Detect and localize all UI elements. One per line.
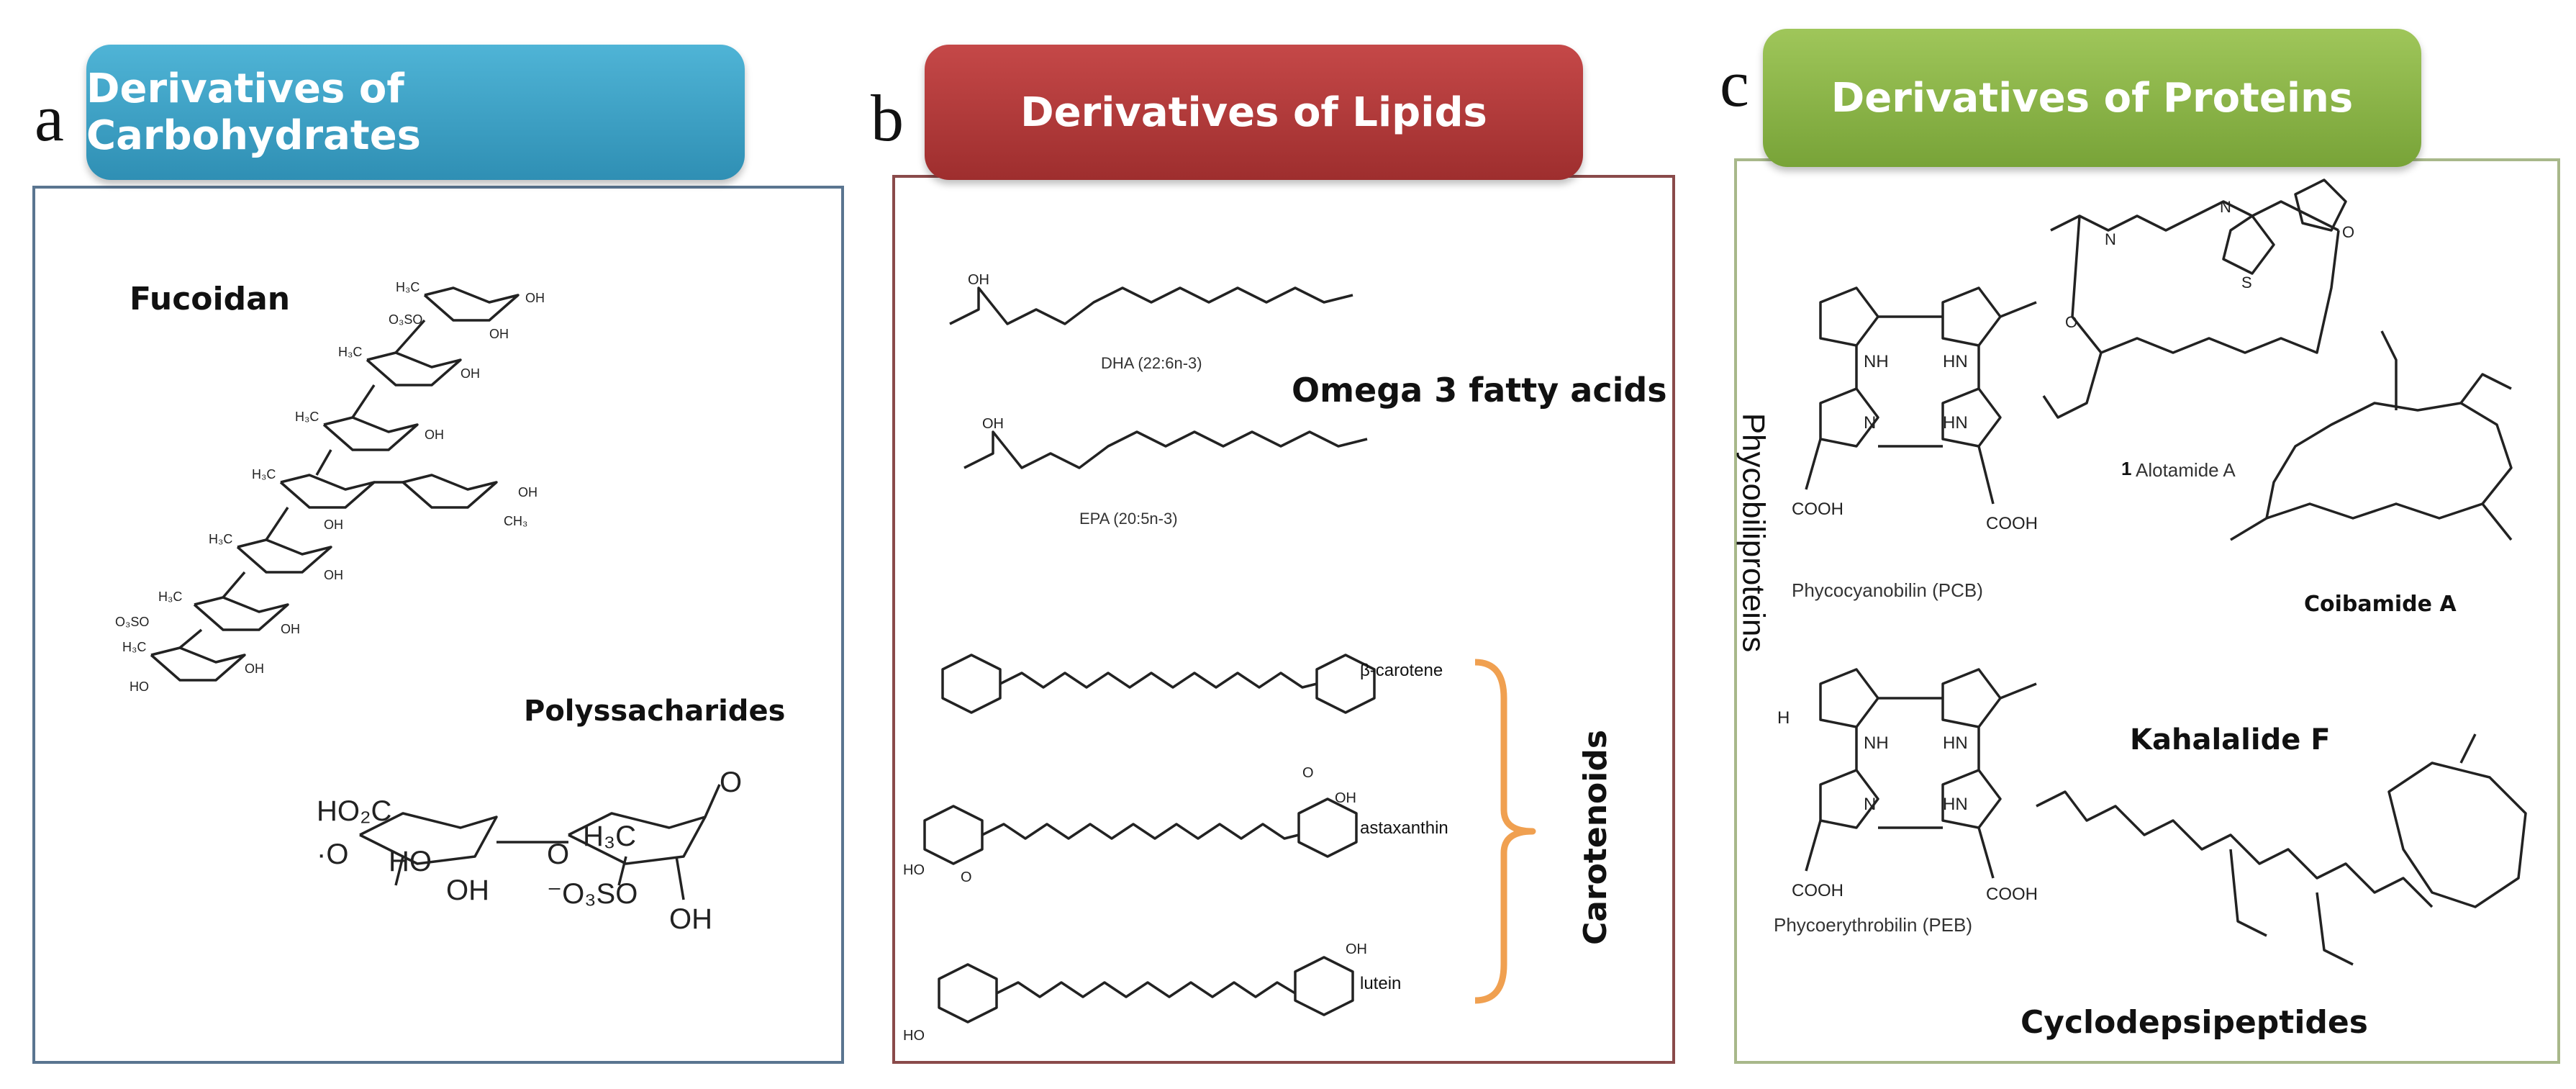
svg-text:OH: OH bbox=[525, 291, 545, 305]
beta-carotene-structure bbox=[941, 654, 1376, 714]
svg-text:OH: OH bbox=[1335, 790, 1356, 806]
fucoidan-structure: H₃C OH O₃SO OH H₃C OH H₃C OH H₃C OH CH₃ OH H₃C… bbox=[115, 280, 545, 694]
svg-text:OH: OH bbox=[324, 568, 343, 582]
svg-text:H: H bbox=[1777, 708, 1790, 728]
svg-text:⁻O₃SO: ⁻O₃SO bbox=[547, 878, 638, 910]
svg-text:O: O bbox=[2065, 313, 2077, 331]
svg-text:OH: OH bbox=[245, 661, 264, 676]
svg-text:·O: ·O bbox=[317, 839, 348, 870]
svg-text:HO: HO bbox=[389, 846, 432, 877]
astaxanthin-label: astaxanthin bbox=[1360, 818, 1448, 838]
svg-text:OH: OH bbox=[425, 428, 444, 442]
svg-text:HN: HN bbox=[1943, 352, 1968, 371]
svg-text:H₃C: H₃C bbox=[252, 467, 276, 482]
cyclodepsipeptides-label: Cyclodepsipeptides bbox=[2021, 1004, 2368, 1041]
svg-text:OH: OH bbox=[1346, 941, 1367, 957]
svg-text:HO: HO bbox=[903, 1028, 925, 1044]
svg-text:H₃C: H₃C bbox=[158, 589, 182, 604]
svg-text:O: O bbox=[2342, 223, 2354, 241]
dha-structure: OH bbox=[949, 272, 1353, 325]
svg-text:H₃C: H₃C bbox=[122, 640, 146, 654]
svg-text:H₃C: H₃C bbox=[338, 345, 362, 359]
panel-c-letter: c bbox=[1720, 47, 1749, 120]
svg-text:HO: HO bbox=[130, 679, 149, 694]
panel-b-frame bbox=[892, 175, 1675, 1064]
svg-text:HN: HN bbox=[1943, 795, 1968, 814]
svg-text:O: O bbox=[720, 767, 742, 798]
svg-text:O: O bbox=[547, 839, 569, 870]
svg-text:O₃SO: O₃SO bbox=[115, 615, 149, 629]
carotenoids-label: Carotenoids bbox=[1577, 729, 1615, 946]
pcb-structure: NH HN N HN COOH COOH bbox=[1792, 286, 2038, 533]
svg-text:COOH: COOH bbox=[1986, 885, 2038, 904]
panel-c-header: Derivatives of Proteins bbox=[1763, 29, 2421, 167]
svg-text:OH: OH bbox=[489, 327, 509, 341]
svg-text:OH: OH bbox=[518, 485, 538, 500]
svg-text:OH: OH bbox=[446, 875, 489, 906]
svg-text:O₃SO: O₃SO bbox=[389, 312, 422, 327]
svg-text:HN: HN bbox=[1943, 733, 1968, 753]
polysaccharide-structure: HO₂C ·O HO OH O H₃C ⁻O₃SO OH O bbox=[317, 767, 742, 935]
svg-text:N: N bbox=[1864, 795, 1876, 814]
svg-text:COOH: COOH bbox=[1986, 514, 2038, 533]
svg-text:COOH: COOH bbox=[1792, 881, 1843, 900]
svg-text:S: S bbox=[2241, 274, 2252, 292]
coibamide-label: Coibamide A bbox=[2304, 592, 2457, 617]
astaxanthin-structure: HO O O OH bbox=[903, 765, 1358, 885]
svg-text:CH₃: CH₃ bbox=[504, 514, 527, 528]
beta-carotene-label: β-carotene bbox=[1360, 661, 1443, 680]
svg-text:OH: OH bbox=[982, 416, 1004, 432]
svg-text:O: O bbox=[961, 869, 972, 885]
svg-text:H₃C: H₃C bbox=[209, 532, 232, 546]
svg-text:NH: NH bbox=[1864, 352, 1889, 371]
alotamide-label: Alotamide A bbox=[2136, 459, 2236, 481]
svg-text:N: N bbox=[1864, 413, 1876, 433]
polysaccharides-label: Polyssacharides bbox=[524, 695, 786, 728]
svg-text:H₃C: H₃C bbox=[583, 821, 636, 852]
svg-text:OH: OH bbox=[968, 272, 989, 288]
svg-text:OH: OH bbox=[669, 903, 712, 935]
panel-b-header: Derivatives of Lipids bbox=[925, 45, 1583, 180]
carotenoids-bracket bbox=[1474, 659, 1536, 1004]
svg-text:O: O bbox=[1302, 765, 1314, 781]
svg-text:OH: OH bbox=[324, 518, 343, 532]
svg-text:H₃C: H₃C bbox=[396, 280, 419, 294]
svg-text:N: N bbox=[2105, 230, 2116, 248]
peb-label: Phycoerythrobilin (PEB) bbox=[1774, 914, 1972, 936]
epa-label: EPA (20:5n-3) bbox=[1079, 510, 1178, 528]
pcb-label: Phycocyanobilin (PCB) bbox=[1792, 579, 1983, 601]
epa-structure: OH bbox=[963, 416, 1368, 469]
svg-text:HO: HO bbox=[903, 862, 925, 878]
lutein-structure: HO OH bbox=[903, 941, 1367, 1044]
panel-a-frame bbox=[32, 186, 844, 1064]
panel-a-header: Derivatives of Carbohydrates bbox=[86, 45, 745, 180]
svg-text:HO₂C: HO₂C bbox=[317, 795, 391, 827]
svg-text:OH: OH bbox=[461, 366, 480, 381]
svg-text:H₃C: H₃C bbox=[295, 410, 319, 424]
svg-text:HN: HN bbox=[1943, 413, 1968, 433]
svg-text:NH: NH bbox=[1864, 733, 1889, 753]
alotamide-number: 1 bbox=[2121, 458, 2132, 479]
lutein-label: lutein bbox=[1360, 974, 1402, 993]
alotamide-structure: N S N O O bbox=[2042, 179, 2354, 419]
panel-a-letter: a bbox=[35, 81, 64, 155]
panel-b-letter: b bbox=[871, 81, 904, 155]
omega3-label: Omega 3 fatty acids bbox=[1292, 371, 1667, 410]
kahalalide-structure bbox=[2036, 733, 2527, 966]
kahalalide-label: Kahalalide F bbox=[2130, 723, 2331, 756]
coibamide-structure bbox=[2230, 330, 2513, 541]
svg-text:N: N bbox=[2220, 198, 2231, 216]
svg-text:OH: OH bbox=[281, 622, 300, 636]
phycobiliproteins-label: Phycobiliproteins bbox=[1736, 412, 1772, 653]
dha-label: DHA (22:6n-3) bbox=[1101, 354, 1202, 372]
svg-text:COOH: COOH bbox=[1792, 500, 1843, 519]
fucoidan-label: Fucoidan bbox=[130, 281, 291, 317]
